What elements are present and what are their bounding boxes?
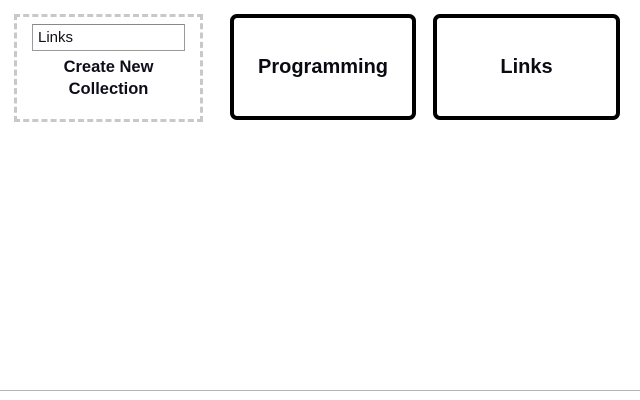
create-new-collection-card[interactable]: Create New Collection: [14, 14, 203, 122]
bottom-divider: [0, 390, 640, 391]
collection-name-input[interactable]: [32, 24, 185, 51]
collection-button-label: Links: [500, 55, 553, 78]
collection-button-label: Programming: [257, 55, 389, 78]
collection-button-links[interactable]: Links: [433, 14, 620, 120]
create-new-collection-label: Create New Collection: [63, 58, 154, 98]
collection-button-programming[interactable]: Programming: [230, 14, 416, 120]
